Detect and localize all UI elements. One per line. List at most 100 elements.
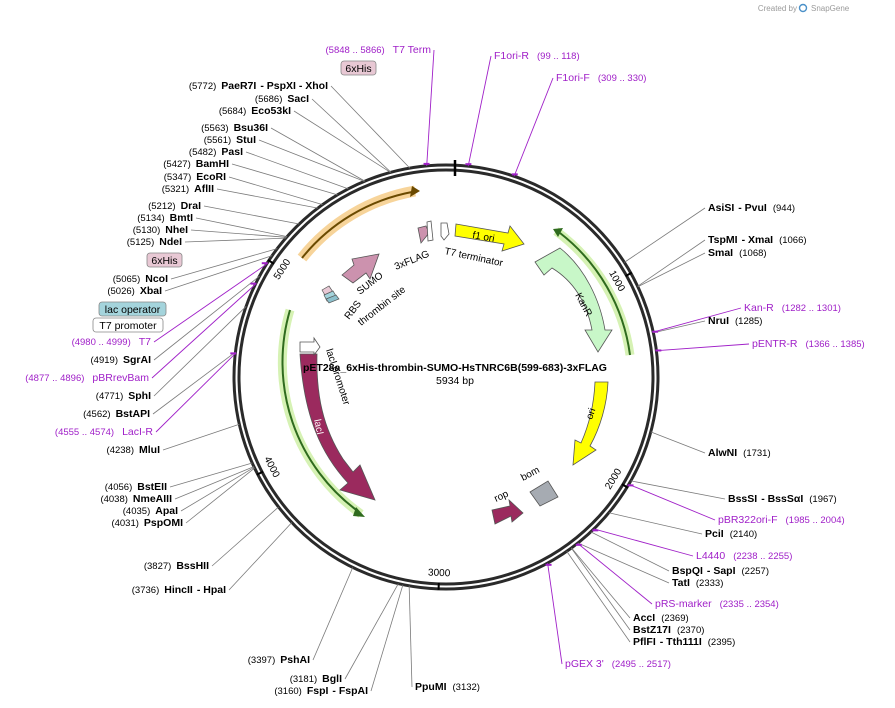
enzyme-position: (4038): [100, 494, 127, 505]
enzyme-name: Bsu36I: [234, 122, 269, 134]
enzyme-leader: [570, 547, 631, 631]
primer-range: (2238 .. 2255): [733, 551, 792, 562]
primer-name: pBR322ori-F: [718, 514, 778, 526]
enzyme-position: (5125): [127, 237, 154, 248]
enzyme-leader: [164, 255, 273, 292]
enzyme-name: PciI: [705, 528, 724, 540]
enzyme-name: BssSI: [728, 493, 757, 505]
enzyme-position: (5347): [164, 172, 191, 183]
his-left-tag: 6xHis: [146, 252, 183, 268]
enzyme-leader: [180, 466, 255, 512]
primer-leader: [656, 343, 750, 352]
laci-band-arrowhead: [353, 507, 365, 517]
enzyme-labels-left: (5772)PaeR7I- PspXI - XhoI(5686)SacI(568…: [83, 80, 368, 697]
enzyme-name: SmaI: [708, 247, 733, 259]
enzyme-label-left: (3181)BglI: [290, 673, 342, 685]
rop-arrow: [491, 498, 524, 525]
enzyme-leader: [170, 248, 278, 280]
enzyme-position: (1967): [809, 494, 836, 505]
primer-name: F1ori-F: [556, 72, 590, 84]
enzyme-label-left: (5130)NheI: [133, 224, 188, 236]
enzyme-position: (4056): [105, 482, 132, 493]
primer-label: F1ori-R(99 .. 118): [494, 50, 580, 62]
enzyme-position: (4031): [111, 518, 138, 529]
primer-name: pGEX 3': [565, 658, 604, 670]
kanr-arrow: [534, 247, 613, 353]
enzyme-name: AccI: [633, 612, 655, 624]
enzyme-position: (3397): [248, 655, 275, 666]
orange-band-halo: [297, 185, 416, 262]
enzyme-leader: [153, 306, 247, 397]
enzyme-name: BstEII: [137, 481, 167, 493]
enzyme-leader: [370, 584, 404, 692]
enzyme-name: BssHII: [176, 560, 209, 572]
enzyme-labels-right: AsiSI- PvuI(944)TspMI- XmaI(1066)SmaI(10…: [415, 202, 837, 693]
enzyme-name: FspI: [307, 685, 329, 697]
primer-name: Kan-R: [744, 302, 774, 314]
enzyme-label-right: TatI(2333): [672, 577, 723, 589]
primer-range: (2335 .. 2354): [720, 599, 779, 610]
enzyme-pair: - PvuI: [738, 202, 767, 214]
enzyme-name: BspQI: [672, 565, 703, 577]
enzyme-name: PflFI: [633, 636, 656, 648]
primer-label: pENTR-R(1366 .. 1385): [752, 338, 865, 350]
enzyme-label-left: (5561)StuI: [204, 134, 256, 146]
primer-leader: [151, 284, 256, 379]
enzyme-leader: [211, 506, 279, 567]
brand-text: SnapGene: [811, 4, 850, 13]
enzyme-label-left: (5065)NcoI: [113, 273, 168, 285]
primer-range: (5848 .. 5866): [326, 45, 385, 56]
enzyme-leader: [190, 229, 287, 238]
enzyme-leader: [258, 139, 365, 182]
f1-ori-arrow: [454, 223, 525, 252]
enzyme-name: NcoI: [145, 273, 168, 285]
enzyme-label-left: (5482)PasI: [189, 146, 243, 158]
primer-name: LacI-R: [122, 426, 153, 438]
plasmid-size: 5934 bp: [436, 375, 474, 387]
enzyme-label-left: (4919)SgrAI: [91, 354, 152, 366]
leader-lines: [151, 49, 750, 692]
enzyme-leader: [293, 110, 391, 173]
t7-terminator-label: T7 terminator: [443, 246, 504, 269]
primer-name: L4440: [696, 550, 725, 562]
enzyme-label-right: SmaI(1068): [708, 247, 767, 259]
enzyme-leader: [571, 547, 631, 619]
enzyme-name: BstZ17I: [633, 624, 671, 636]
primer-leader: [155, 353, 236, 433]
enzyme-label-right: PpuMI(3132): [415, 681, 480, 693]
enzyme-name: AsiSI: [708, 202, 734, 214]
enzyme-pair: - BssSαI: [761, 493, 803, 505]
sumo-arrow: [341, 253, 380, 284]
t7-promoter-tag: T7 promoter: [92, 317, 164, 333]
enzyme-pair: - PspXI - XhoI: [260, 80, 328, 92]
primer-label: pGEX 3'(2495 .. 2517): [565, 658, 671, 670]
enzyme-label-left: (5134)BmtI: [137, 212, 193, 224]
enzyme-name: BstAPI: [116, 408, 151, 420]
primer-range: (99 .. 118): [537, 51, 580, 62]
enzyme-position: (5561): [204, 135, 231, 146]
tick-mark: [621, 483, 629, 489]
enzyme-leader: [216, 188, 318, 209]
enzyme-name: ApaI: [155, 505, 178, 517]
enzyme-name: XbaI: [140, 285, 162, 297]
primer-label: Kan-R(1282 .. 1301): [744, 302, 841, 314]
enzyme-pair: - Tth111I: [660, 636, 702, 648]
enzyme-pair: - SapI: [707, 565, 736, 577]
kan-band-line: [559, 232, 631, 356]
enzyme-position: (5026): [107, 286, 134, 297]
enzyme-leader: [231, 163, 338, 196]
enzyme-position: (2395): [708, 637, 735, 648]
enzyme-leader: [630, 480, 726, 500]
enzyme-label-left: (5686)SacI: [255, 93, 309, 105]
enzyme-name: NruI: [708, 315, 729, 327]
primer-label: pRS-marker(2335 .. 2354): [655, 598, 779, 610]
enzyme-label-left: (5125)NdeI: [127, 236, 182, 248]
enzyme-position: (5684): [219, 106, 246, 117]
enzyme-position: (4562): [83, 409, 110, 420]
enzyme-position: (5212): [148, 201, 175, 212]
enzyme-leader: [590, 531, 670, 572]
enzyme-name: NmeAIII: [133, 493, 172, 505]
enzyme-position: (1731): [743, 448, 770, 459]
enzyme-name: NheI: [165, 224, 188, 236]
